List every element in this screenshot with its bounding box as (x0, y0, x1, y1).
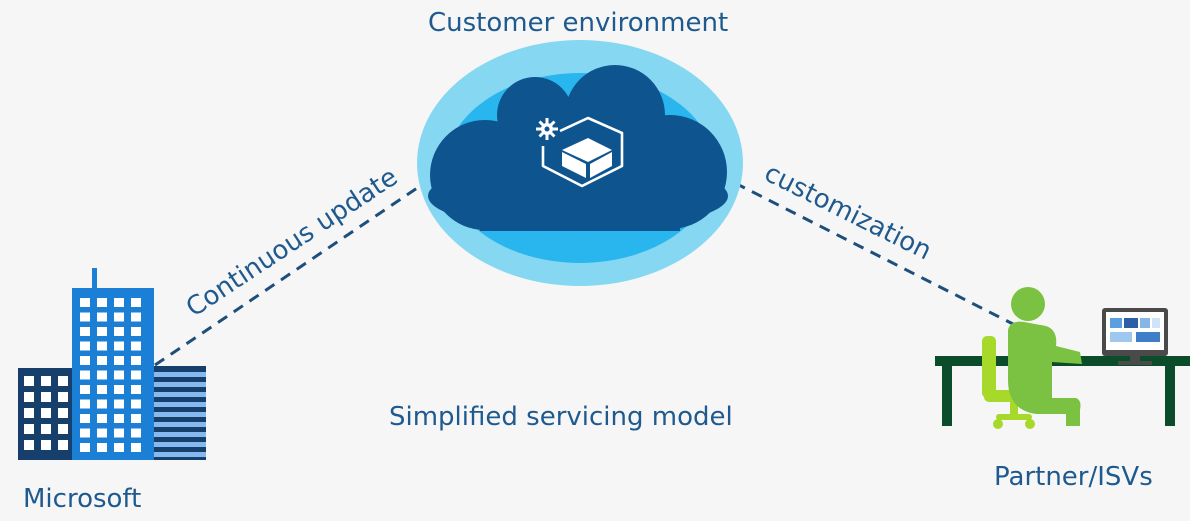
tower-window (97, 312, 107, 322)
tower-window (131, 312, 141, 322)
package-with-gear-icon (536, 116, 624, 188)
tower-window (114, 428, 124, 438)
building-stripe (154, 382, 206, 387)
building-window (41, 392, 51, 402)
tower-window (97, 298, 107, 307)
building-window (41, 440, 51, 450)
building-stripe (154, 442, 206, 447)
tower-window (97, 414, 107, 423)
building-window (58, 424, 68, 434)
tower-window (97, 341, 107, 351)
building-window (41, 376, 51, 386)
tower-window (80, 356, 90, 365)
tower-window (131, 341, 141, 351)
tower-window (97, 370, 107, 380)
tower-window (97, 399, 107, 409)
tower-window (80, 312, 90, 322)
person-at-computer-icon (935, 287, 1190, 429)
building-window (41, 424, 51, 434)
tower-window (131, 428, 141, 438)
tower-window (131, 443, 141, 452)
tower-window (114, 298, 124, 307)
building-window (24, 440, 34, 450)
tower-window (114, 356, 124, 365)
cloud-label: Customer environment (428, 8, 729, 38)
tower-window (97, 356, 107, 365)
tower-window (80, 428, 90, 438)
tower-window (131, 327, 141, 336)
building-window (24, 424, 34, 434)
tower-window (131, 399, 141, 409)
tower-window (114, 414, 124, 423)
tower-window (114, 443, 124, 452)
tower-window (97, 385, 107, 394)
tower-window (80, 370, 90, 380)
office-buildings-icon (18, 268, 206, 460)
building-stripe (154, 422, 206, 427)
building-stripe (154, 412, 206, 417)
tower-window (131, 356, 141, 365)
tower-window (131, 414, 141, 423)
left-dashed-connector (154, 176, 433, 367)
building-window (24, 408, 34, 418)
tower-window (80, 298, 90, 307)
right-dashed-connector (734, 181, 1016, 327)
tower-window (80, 443, 90, 452)
tower-window (131, 385, 141, 394)
building-stripe (154, 392, 206, 397)
building-stripe (154, 432, 206, 437)
tower-window (97, 327, 107, 336)
tower-window (114, 327, 124, 336)
tower-window (114, 341, 124, 351)
tower-window (131, 370, 141, 380)
building-window (41, 408, 51, 418)
tower-window (80, 327, 90, 336)
tower-window (97, 428, 107, 438)
tower-window (114, 385, 124, 394)
partner-label: Partner/ISVs (994, 462, 1153, 492)
center-label: Simplified servicing model (389, 402, 733, 432)
tower-window (114, 312, 124, 322)
building-stripe (154, 402, 206, 407)
tower-window (80, 341, 90, 351)
cloud-node (417, 40, 743, 286)
building-window (58, 408, 68, 418)
building-stripe (154, 452, 206, 457)
microsoft-label: Microsoft (23, 484, 142, 514)
building-window (58, 392, 68, 402)
building-window (24, 376, 34, 386)
tower-window (80, 414, 90, 423)
tower-window (114, 370, 124, 380)
tower-window (97, 443, 107, 452)
tower-window (114, 399, 124, 409)
tower-window (80, 385, 90, 394)
tower-window (131, 298, 141, 307)
building-stripe (154, 372, 206, 377)
building-window (58, 440, 68, 450)
building-window (58, 376, 68, 386)
tower-window (80, 399, 90, 409)
building-window (24, 392, 34, 402)
